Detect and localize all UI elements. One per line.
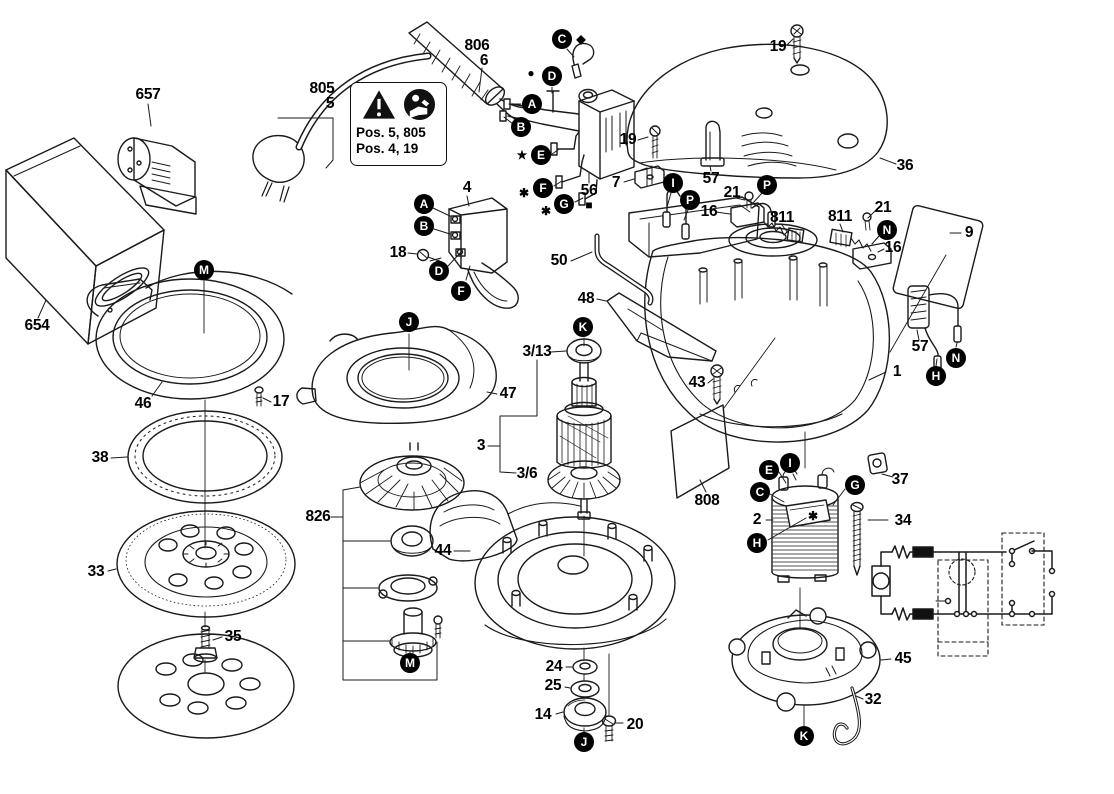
wiring-schematic — [871, 532, 1056, 657]
panel-808 — [670, 337, 776, 499]
washers-24-25 — [570, 659, 600, 698]
rod-50 — [594, 233, 654, 306]
screw-20 — [601, 715, 617, 742]
dust-box-654 — [5, 137, 165, 345]
screw-17 — [254, 386, 264, 407]
screw-19-top — [790, 24, 804, 64]
notice-line-2: Pos. 4, 19 — [356, 141, 419, 156]
screw-34 — [850, 501, 864, 576]
backing-disc — [117, 633, 295, 739]
grommet-37 — [867, 452, 888, 475]
eccentric-group-826 — [359, 442, 465, 658]
power-cord-805 — [252, 52, 432, 203]
switch-56 — [499, 42, 635, 206]
brush-holder-left-16-21-811 — [730, 191, 805, 244]
air-deflector-45 — [728, 607, 881, 712]
warning-triangle-icon — [362, 89, 396, 119]
strip-48 — [606, 292, 717, 362]
motor-housing-1 — [628, 196, 891, 443]
sanding-pad-33 — [116, 510, 296, 618]
screw-19-mid — [649, 125, 661, 159]
screw-43 — [710, 364, 724, 405]
wire-clip-32 — [832, 686, 861, 746]
brush-holder-right-16-21-811 — [829, 212, 892, 270]
suppressor-57-right — [907, 285, 962, 373]
switch-trigger-4 — [448, 197, 519, 309]
field-stator-2 — [771, 467, 839, 583]
armature-3 — [547, 338, 621, 520]
notice-line-1: Pos. 5, 805 — [356, 125, 426, 140]
bearing-14 — [563, 697, 607, 732]
panel-9 — [889, 204, 984, 353]
screw-18 — [416, 248, 443, 264]
read-manual-icon — [403, 88, 436, 120]
dust-housing-44 — [429, 490, 676, 650]
notice-box: Pos. 5, 805 Pos. 4, 19 — [350, 82, 447, 166]
plug-adapter-657 — [117, 137, 197, 215]
bearing-cover-47 — [296, 325, 497, 425]
skirt-46 — [86, 270, 293, 400]
top-cover-36 — [626, 43, 888, 179]
clamp-7 — [634, 165, 665, 189]
leader-lines — [37, 38, 962, 724]
cable-guide-57-top — [700, 120, 725, 167]
screw-35 — [193, 625, 218, 663]
